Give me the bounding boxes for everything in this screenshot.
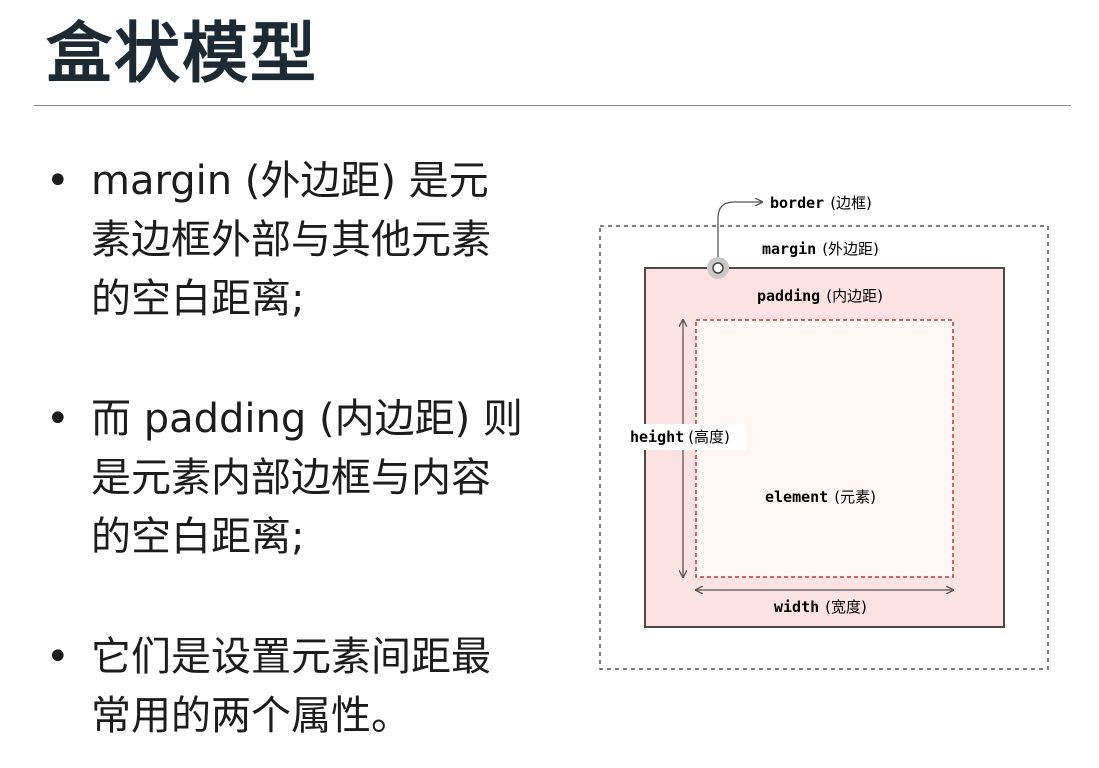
margin-area	[599, 225, 1049, 670]
box-model-diagram: border(边框) margin(外边距) padding(内边距) heig…	[590, 180, 1060, 680]
bullet-dot-icon: •	[46, 396, 70, 442]
title-divider	[34, 105, 1071, 106]
box-model-svg: border(边框) margin(外边距) padding(内边距) heig…	[599, 194, 1049, 670]
element-label: element(元素)	[765, 488, 876, 506]
bullet-text: margin (外边距) 是元素边框外部与其他元素的空白距离;	[91, 158, 491, 322]
bullet-item-padding: • 而 padding (内边距) 则是元素内部边框与内容的空白距离;	[46, 390, 526, 567]
slide-title: 盒状模型	[46, 15, 318, 92]
bullet-text: 它们是设置元素间距最常用的两个属性。	[91, 634, 491, 739]
border-marker-dot	[712, 262, 724, 274]
bullet-list: • margin (外边距) 是元素边框外部与其他元素的空白距离; • 而 pa…	[46, 152, 526, 746]
width-label: width(宽度)	[774, 598, 867, 616]
border-pointer-line	[717, 202, 762, 268]
bullet-item-margin: • margin (外边距) 是元素边框外部与其他元素的空白距离;	[46, 152, 526, 329]
height-label-bg	[626, 424, 746, 450]
bullet-dot-icon: •	[46, 158, 70, 204]
bullet-dot-icon: •	[46, 634, 70, 680]
padding-label: padding(内边距)	[757, 287, 883, 305]
border-label: border(边框)	[770, 194, 872, 212]
bullet-item-summary: • 它们是设置元素间距最常用的两个属性。	[46, 628, 526, 746]
margin-label: margin(外边距)	[762, 240, 879, 258]
bullet-text: 而 padding (内边距) 则是元素内部边框与内容的空白距离;	[91, 396, 523, 560]
height-label: height(高度)	[630, 428, 730, 446]
